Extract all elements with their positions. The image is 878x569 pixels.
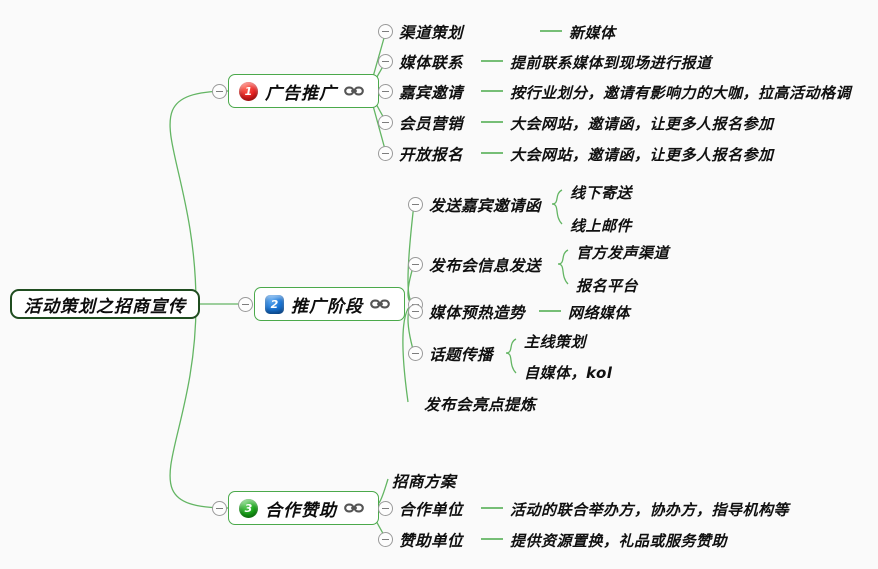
- link-icon[interactable]: [344, 502, 364, 514]
- collapse-minus-icon[interactable]: [238, 297, 253, 312]
- node-label[interactable]: 线下寄送: [570, 184, 633, 202]
- node-label[interactable]: 话题传播: [429, 346, 494, 364]
- node-description[interactable]: 提供资源置换，礼品或服务赞助: [510, 532, 728, 550]
- collapse-minus-icon[interactable]: [378, 532, 393, 547]
- collapse-minus-icon[interactable]: [212, 501, 227, 516]
- node-label[interactable]: 赞助单位: [399, 532, 464, 550]
- node-description[interactable]: 活动的联合举办方，协办方，指导机构等: [510, 501, 790, 519]
- node-label[interactable]: 合作单位: [399, 501, 464, 519]
- collapse-minus-icon[interactable]: [408, 304, 423, 319]
- collapse-minus-icon[interactable]: [212, 84, 227, 99]
- collapse-minus-icon[interactable]: [378, 501, 393, 516]
- node-label[interactable]: 发布会亮点提炼: [424, 396, 537, 414]
- collapse-minus-icon[interactable]: [378, 84, 393, 99]
- collapse-minus-icon[interactable]: [408, 257, 423, 272]
- node-description[interactable]: 网络媒体: [568, 304, 631, 322]
- node-description[interactable]: 大会网站，邀请函，让更多人报名参加: [510, 146, 774, 164]
- collapse-minus-icon[interactable]: [378, 146, 393, 161]
- node-label[interactable]: 官方发声渠道: [576, 244, 670, 262]
- node-label[interactable]: 线上邮件: [570, 217, 633, 235]
- badge-3: 3: [239, 498, 258, 518]
- node-label[interactable]: 发布会信息发送: [429, 257, 542, 275]
- badge-1: 1: [239, 81, 258, 101]
- branch-node-2[interactable]: 2 推广阶段: [254, 287, 405, 321]
- node-label[interactable]: 招商方案: [392, 473, 457, 491]
- node-label[interactable]: 媒体预热造势: [429, 304, 526, 322]
- collapse-minus-icon[interactable]: [378, 115, 393, 130]
- badge-2: 2: [265, 294, 284, 314]
- collapse-minus-icon[interactable]: [408, 197, 423, 212]
- root-label: 活动策划之招商宣传: [24, 296, 186, 317]
- node-description[interactable]: 按行业划分，邀请有影响力的大咖，拉高活动格调: [510, 84, 852, 102]
- node-label[interactable]: 自媒体，kol: [524, 364, 613, 382]
- node-label[interactable]: 发送嘉宾邀请函: [429, 197, 542, 215]
- node-label[interactable]: 主线策划: [524, 333, 587, 351]
- node-label[interactable]: 渠道策划: [399, 24, 464, 42]
- node-label[interactable]: 会员营销: [399, 115, 464, 133]
- node-label[interactable]: 开放报名: [399, 146, 464, 164]
- node-description[interactable]: 提前联系媒体到现场进行报道: [510, 54, 712, 72]
- branch-2-label: 推广阶段: [291, 296, 363, 317]
- branch-node-1[interactable]: 1 广告推广: [228, 74, 379, 108]
- link-icon[interactable]: [370, 298, 390, 310]
- collapse-minus-icon[interactable]: [378, 24, 393, 39]
- node-description[interactable]: 新媒体: [569, 24, 616, 42]
- node-label[interactable]: 报名平台: [576, 277, 639, 295]
- branch-1-label: 广告推广: [265, 83, 337, 104]
- branch-3-label: 合作赞助: [265, 500, 337, 521]
- collapse-minus-icon[interactable]: [378, 54, 393, 69]
- link-icon[interactable]: [344, 85, 364, 97]
- root-node[interactable]: 活动策划之招商宣传: [10, 289, 200, 319]
- node-label[interactable]: 嘉宾邀请: [399, 84, 464, 102]
- node-description[interactable]: 大会网站，邀请函，让更多人报名参加: [510, 115, 774, 133]
- node-label[interactable]: 媒体联系: [399, 54, 464, 72]
- branch-node-3[interactable]: 3 合作赞助: [228, 491, 379, 525]
- collapse-minus-icon[interactable]: [408, 346, 423, 361]
